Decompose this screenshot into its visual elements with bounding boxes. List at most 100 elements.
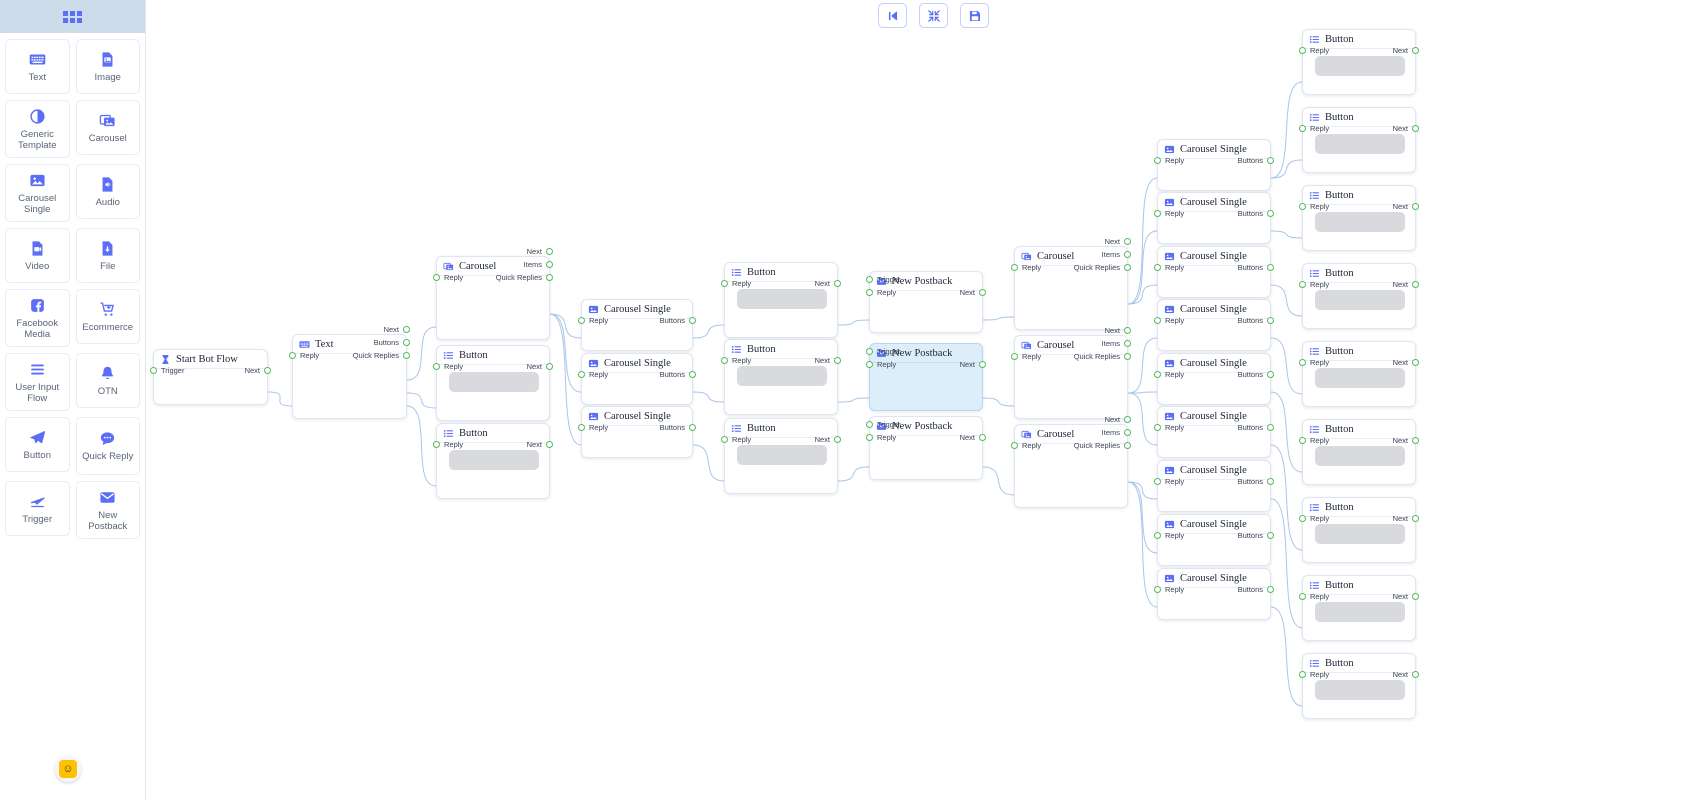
port-out-buttons[interactable]: Buttons	[1238, 263, 1274, 272]
edge[interactable]	[1270, 606, 1303, 707]
port-dot[interactable]	[1299, 125, 1306, 132]
port-dot[interactable]	[866, 434, 873, 441]
edge[interactable]	[1127, 481, 1158, 554]
port-out-next[interactable]: Next	[527, 440, 553, 449]
save-button[interactable]	[960, 3, 989, 28]
port-dot[interactable]	[1412, 437, 1419, 444]
port-dot[interactable]	[289, 352, 296, 359]
port-in-reply[interactable]: Reply	[1154, 477, 1184, 486]
palette-item-user-input-flow[interactable]: User Input Flow	[5, 353, 70, 411]
edge[interactable]	[1127, 230, 1158, 305]
edge[interactable]	[1270, 444, 1303, 551]
palette-item-video[interactable]: Video	[5, 228, 70, 283]
port-dot[interactable]	[866, 348, 873, 355]
port-in-reply[interactable]: Reply	[289, 351, 319, 360]
port-dot[interactable]	[866, 276, 873, 283]
port-out-next[interactable]: Next	[815, 356, 841, 365]
port-dot[interactable]	[979, 361, 986, 368]
port-dot[interactable]	[1154, 210, 1161, 217]
port-dot[interactable]	[1299, 359, 1306, 366]
port-in-reply[interactable]: Reply	[866, 360, 896, 369]
palette-item-carousel-single[interactable]: Carousel Single	[5, 164, 70, 222]
port-dot[interactable]	[1267, 478, 1274, 485]
port-out-next[interactable]: Next	[960, 360, 986, 369]
fit-to-screen-button[interactable]	[919, 3, 948, 28]
palette-item-button[interactable]: Button	[5, 417, 70, 472]
port-out-buttons[interactable]: Buttons	[374, 338, 410, 347]
port-out-quick_replies[interactable]: Quick Replies	[496, 273, 553, 282]
port-dot[interactable]	[1154, 532, 1161, 539]
port-in-reply[interactable]: Reply	[721, 356, 751, 365]
port-in-reply[interactable]: Reply	[1154, 263, 1184, 272]
port-dot[interactable]	[1011, 264, 1018, 271]
edge[interactable]	[1270, 337, 1303, 395]
edge[interactable]	[406, 392, 437, 409]
port-out-next[interactable]: Next	[384, 325, 410, 334]
port-in-reply[interactable]: Reply	[1011, 441, 1041, 450]
edge[interactable]	[267, 391, 293, 407]
port-dot[interactable]	[578, 371, 585, 378]
port-out-next[interactable]: Next	[1393, 46, 1419, 55]
chatbot-avatar-icon[interactable]: ☺	[55, 756, 81, 782]
port-in-reply[interactable]: Reply	[1154, 585, 1184, 594]
palette-item-generic-template[interactable]: Generic Template	[5, 100, 70, 158]
edge[interactable]	[692, 391, 725, 403]
port-in-reply[interactable]: Reply	[1154, 209, 1184, 218]
port-dot[interactable]	[1124, 264, 1131, 271]
port-out-items[interactable]: Items	[1102, 250, 1131, 259]
port-out-next[interactable]: Next	[1393, 202, 1419, 211]
port-in-reply[interactable]: Reply	[1011, 263, 1041, 272]
edge[interactable]	[406, 326, 437, 381]
port-dot[interactable]	[150, 367, 157, 374]
port-out-buttons[interactable]: Buttons	[660, 316, 696, 325]
palette-item-image[interactable]: Image	[75, 39, 140, 94]
edge[interactable]	[1270, 284, 1303, 317]
palette-item-ecommerce[interactable]: Ecommerce	[75, 289, 140, 344]
port-out-items[interactable]: Items	[524, 260, 553, 269]
port-dot[interactable]	[264, 367, 271, 374]
port-dot[interactable]	[866, 361, 873, 368]
port-in-reply[interactable]: Reply	[1299, 670, 1329, 679]
port-dot[interactable]	[403, 339, 410, 346]
port-out-next[interactable]: Next	[1393, 280, 1419, 289]
port-dot[interactable]	[1267, 586, 1274, 593]
port-in-reply[interactable]: Reply	[1299, 358, 1329, 367]
port-out-next[interactable]: Next	[960, 433, 986, 442]
port-out-quick_replies[interactable]: Quick Replies	[353, 351, 410, 360]
port-dot[interactable]	[866, 421, 873, 428]
port-in-reply[interactable]: Reply	[1154, 316, 1184, 325]
port-dot[interactable]	[834, 280, 841, 287]
port-dot[interactable]	[546, 441, 553, 448]
port-dot[interactable]	[1267, 371, 1274, 378]
palette-item-new-postback[interactable]: New Postback	[75, 481, 140, 539]
port-out-buttons[interactable]: Buttons	[660, 370, 696, 379]
port-out-next[interactable]: Next	[1393, 514, 1419, 523]
port-out-items[interactable]: Items	[1102, 428, 1131, 437]
edge[interactable]	[1270, 81, 1303, 179]
port-out-next[interactable]: Next	[1105, 237, 1131, 246]
port-in-reply[interactable]: Reply	[1154, 531, 1184, 540]
port-out-quick_replies[interactable]: Quick Replies	[1074, 263, 1131, 272]
port-dot[interactable]	[1412, 671, 1419, 678]
port-out-buttons[interactable]: Buttons	[1238, 423, 1274, 432]
port-dot[interactable]	[546, 274, 553, 281]
port-in-reply[interactable]: Reply	[1299, 436, 1329, 445]
port-in-reply[interactable]: Reply	[1154, 423, 1184, 432]
port-in-reply[interactable]: Reply	[578, 370, 608, 379]
grid-icon[interactable]	[63, 10, 82, 23]
port-dot[interactable]	[1299, 281, 1306, 288]
port-in-reply[interactable]: Reply	[1154, 370, 1184, 379]
edge[interactable]	[549, 313, 582, 393]
